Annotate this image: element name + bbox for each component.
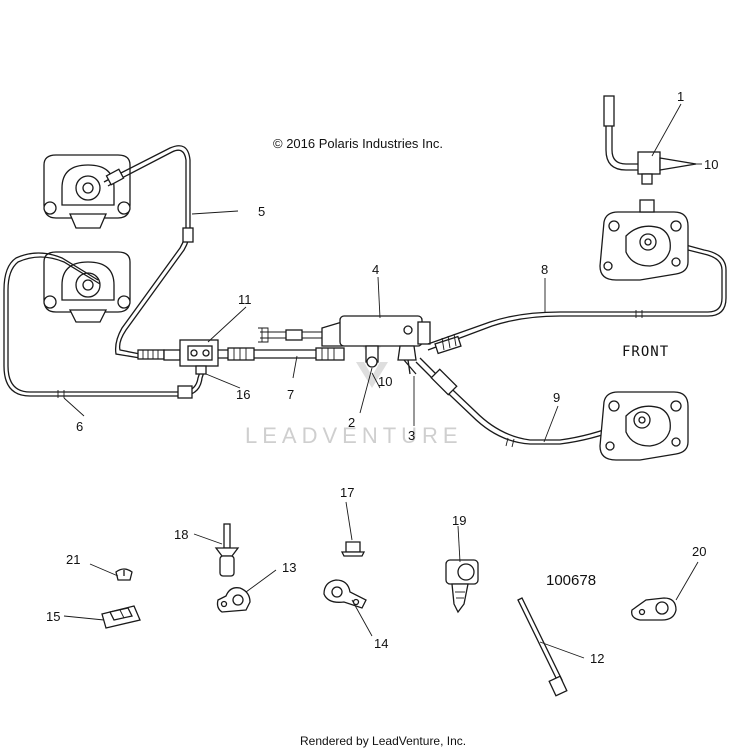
callout-20: 20 bbox=[692, 544, 706, 559]
callout-14: 14 bbox=[374, 636, 388, 651]
callout-10-upper: 10 bbox=[704, 157, 718, 172]
leader-lines bbox=[63, 103, 702, 659]
footer-text: Rendered by LeadVenture, Inc. bbox=[300, 734, 466, 748]
callout-16: 16 bbox=[236, 387, 250, 402]
callout-12: 12 bbox=[590, 651, 604, 666]
callout-7: 7 bbox=[287, 387, 294, 402]
callout-17: 17 bbox=[340, 485, 354, 500]
front-label: FRONT bbox=[622, 344, 669, 360]
callout-11: 11 bbox=[238, 292, 252, 307]
clip-19 bbox=[445, 559, 479, 614]
front-caliper-right-lower bbox=[599, 391, 689, 461]
copyright-text: © 2016 Polaris Industries Inc. bbox=[273, 136, 443, 151]
clamp-20 bbox=[631, 597, 677, 621]
brake-line-7 bbox=[218, 347, 345, 361]
rivet-18 bbox=[214, 523, 240, 577]
callout-1: 1 bbox=[677, 89, 684, 104]
callout-9: 9 bbox=[553, 390, 560, 405]
callout-13: 13 bbox=[282, 560, 296, 575]
watermark: LEADVENTURE bbox=[245, 330, 463, 448]
clamp-13 bbox=[216, 587, 251, 613]
rear-caliper-upper bbox=[43, 154, 131, 229]
brake-line-fitting-1 bbox=[603, 95, 697, 185]
callout-5: 5 bbox=[258, 204, 265, 219]
clamp-14 bbox=[323, 579, 367, 609]
callout-8: 8 bbox=[541, 262, 548, 277]
watermark-text: LEADVENTURE bbox=[245, 423, 463, 448]
callout-3: 3 bbox=[408, 428, 415, 443]
callout-4: 4 bbox=[372, 262, 379, 277]
callout-2: 2 bbox=[348, 415, 355, 430]
callout-21: 21 bbox=[66, 552, 80, 567]
callout-18: 18 bbox=[174, 527, 188, 542]
callout-15: 15 bbox=[46, 609, 60, 624]
rear-caliper-lower bbox=[43, 251, 131, 323]
bolt-17 bbox=[340, 541, 366, 557]
brake-line-6 bbox=[3, 252, 205, 399]
screw-21 bbox=[115, 568, 133, 581]
cable-tie-12 bbox=[517, 597, 568, 697]
master-cylinder-4 bbox=[258, 315, 431, 375]
front-caliper-right-upper bbox=[599, 199, 689, 281]
callouts: 1 10 5 4 8 11 FRONT 10 16 7 9 2 6 3 17 1… bbox=[46, 89, 718, 666]
callout-19: 19 bbox=[452, 513, 466, 528]
callout-10-lower: 10 bbox=[378, 374, 392, 389]
brake-line-8 bbox=[427, 243, 727, 355]
diagram-code: 100678 bbox=[546, 572, 596, 589]
brake-line-5 bbox=[103, 145, 194, 360]
junction-block-11 bbox=[163, 339, 219, 375]
clip-15 bbox=[101, 605, 141, 629]
callout-6: 6 bbox=[76, 419, 83, 434]
